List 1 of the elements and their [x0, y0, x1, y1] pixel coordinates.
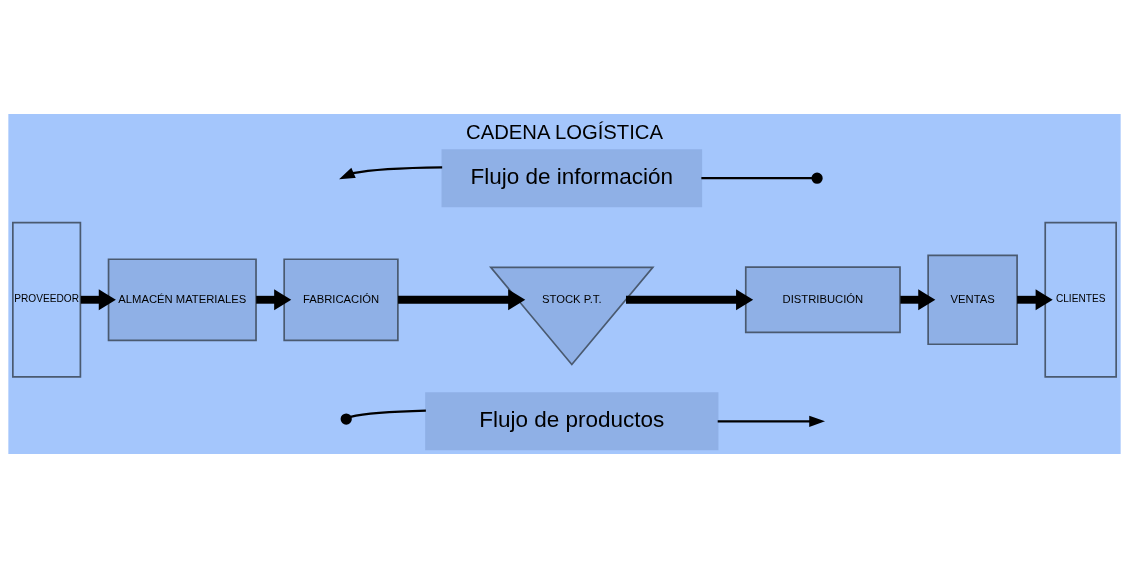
diagram-title: CADENA LOGÍSTICA [466, 121, 663, 144]
